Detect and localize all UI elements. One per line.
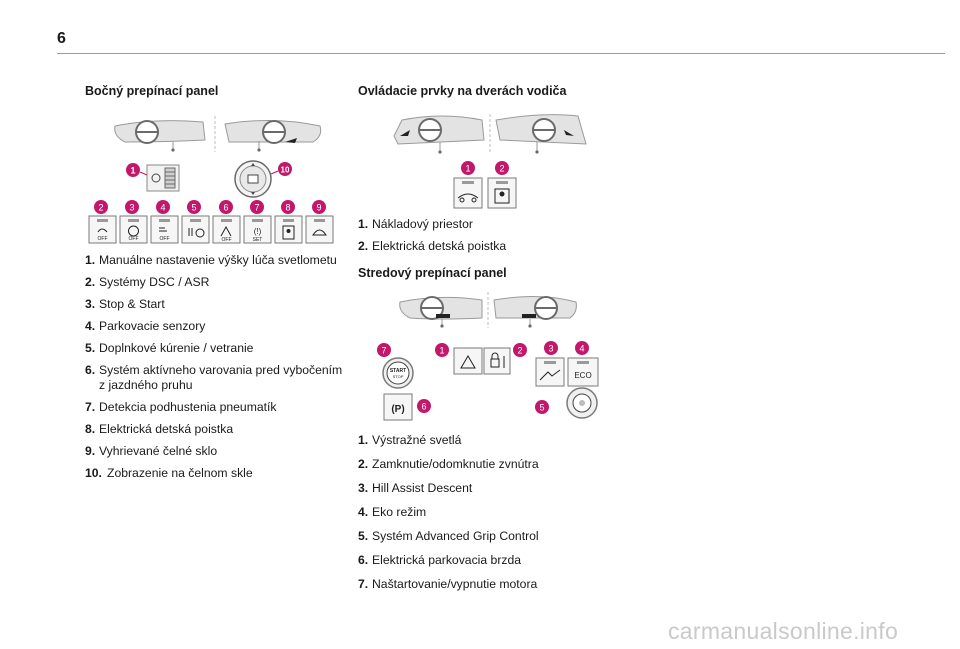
list-item: 6.Elektrická parkovacia brzda bbox=[358, 553, 522, 567]
dashboard-left-icon bbox=[399, 296, 483, 328]
svg-text:(!): (!) bbox=[254, 227, 262, 236]
dashboard-left-icon bbox=[114, 120, 206, 152]
list-item: 9.Vyhrievané čelné sklo bbox=[85, 444, 218, 458]
svg-text:4: 4 bbox=[579, 344, 584, 354]
hazard-lock-switches bbox=[453, 347, 511, 375]
list-item: 4.Parkovacie senzory bbox=[85, 319, 206, 333]
list-item: 5.Doplnkové kúrenie / vetranie bbox=[85, 341, 254, 355]
dashboard-left-icon bbox=[393, 115, 485, 154]
center-panel-list: 1.Výstražné svetlá 2.Zamknutie/odomknuti… bbox=[358, 433, 638, 592]
list-item: 8.Elektrická detská poistka bbox=[85, 422, 234, 436]
svg-text:6: 6 bbox=[421, 402, 426, 412]
svg-text:1: 1 bbox=[439, 346, 444, 356]
svg-text:4: 4 bbox=[160, 203, 165, 213]
head-up-display-dial-icon bbox=[234, 160, 272, 198]
side-panel-figure: 1 10 OFF OFF OFF bbox=[88, 116, 334, 244]
grip-control-dial-icon bbox=[566, 387, 598, 419]
svg-text:OFF: OFF bbox=[98, 236, 108, 242]
svg-text:1: 1 bbox=[130, 166, 135, 176]
section-title-side-panel: Bočný prepínací panel bbox=[85, 84, 219, 98]
list-item: 2.Systémy DSC / ASR bbox=[85, 275, 210, 289]
dashboard-right-icon bbox=[224, 119, 322, 152]
svg-text:5: 5 bbox=[191, 203, 196, 213]
hill-descent-eco-switches: ECO bbox=[535, 357, 599, 387]
svg-text:ECO: ECO bbox=[574, 371, 591, 380]
callout-markers: 1 10 bbox=[126, 162, 292, 177]
svg-text:7: 7 bbox=[254, 203, 259, 213]
callout-markers: 7 1 2 3 4 5 6 bbox=[377, 341, 589, 414]
driver-door-figure: 1 2 bbox=[393, 114, 587, 209]
svg-text:(P): (P) bbox=[391, 404, 404, 415]
svg-text:3: 3 bbox=[548, 344, 553, 354]
headlamp-levelling-icon bbox=[146, 164, 180, 192]
watermark: carmanualsonline.info bbox=[668, 618, 899, 644]
dashboard-right-icon bbox=[493, 295, 577, 328]
list-item: 2.Elektrická detská poistka bbox=[358, 239, 507, 253]
list-item: 3.Stop & Start bbox=[85, 297, 165, 311]
list-item: 6.Systém aktívneho varovania pred vyboče… bbox=[85, 363, 343, 392]
list-item: 3.Hill Assist Descent bbox=[358, 481, 473, 495]
list-item: 1.Výstražné svetlá bbox=[358, 433, 462, 447]
svg-text:3: 3 bbox=[129, 203, 134, 213]
svg-text:6: 6 bbox=[223, 203, 228, 213]
center-panel-figure: START STOP (P) ECO 7 1 2 3 4 5 6 bbox=[377, 292, 599, 421]
svg-text:10: 10 bbox=[281, 166, 290, 175]
parking-brake-switch-icon: (P) bbox=[383, 393, 413, 421]
svg-text:SET: SET bbox=[253, 237, 263, 243]
list-item: 2.Zamknutie/odomknutie zvnútra bbox=[358, 457, 539, 471]
svg-text:OFF: OFF bbox=[129, 236, 139, 242]
section-title-center-panel: Stredový prepínací panel bbox=[358, 266, 507, 280]
list-item: 1.Nákladový priestor bbox=[358, 217, 473, 231]
switch-row: OFF OFF OFF OFF (!) bbox=[88, 215, 334, 244]
svg-text:9: 9 bbox=[316, 203, 321, 213]
section-title-driver-door: Ovládacie prvky na dverách vodiča bbox=[358, 84, 567, 98]
svg-text:STOP: STOP bbox=[393, 374, 404, 379]
list-item: 10.Zobrazenie na čelnom skle bbox=[85, 466, 253, 480]
svg-text:OFF: OFF bbox=[222, 237, 232, 243]
svg-text:2: 2 bbox=[98, 203, 103, 213]
driver-door-list: 1.Nákladový priestor 2.Elektrická detská… bbox=[358, 217, 638, 254]
list-item: 7.Naštartovanie/vypnutie motora bbox=[358, 577, 538, 591]
svg-text:7: 7 bbox=[381, 346, 386, 356]
callout-row: 2 3 4 5 6 7 8 9 bbox=[94, 200, 326, 214]
svg-text:8: 8 bbox=[285, 203, 290, 213]
list-item: 4.Eko režim bbox=[358, 505, 427, 519]
dashboard-right-icon bbox=[495, 114, 587, 154]
svg-text:2: 2 bbox=[517, 346, 522, 356]
list-item: 7.Detekcia podhustenia pneumatík bbox=[85, 400, 277, 414]
svg-text:5: 5 bbox=[539, 403, 544, 413]
list-item: 1.Manuálne nastavenie výšky lúča svetlom… bbox=[85, 253, 337, 267]
list-item: 5.Systém Advanced Grip Control bbox=[358, 529, 539, 543]
start-stop-button-icon: START STOP bbox=[382, 357, 414, 389]
svg-text:1: 1 bbox=[465, 164, 470, 174]
side-panel-list: 1.Manuálne nastavenie výšky lúča svetlom… bbox=[85, 253, 350, 481]
door-switches bbox=[453, 177, 517, 209]
header-rule bbox=[57, 53, 945, 54]
svg-text:2: 2 bbox=[499, 164, 504, 174]
svg-text:OFF: OFF bbox=[160, 236, 170, 242]
page-number: 6 bbox=[57, 30, 66, 47]
svg-text:START: START bbox=[390, 368, 406, 374]
